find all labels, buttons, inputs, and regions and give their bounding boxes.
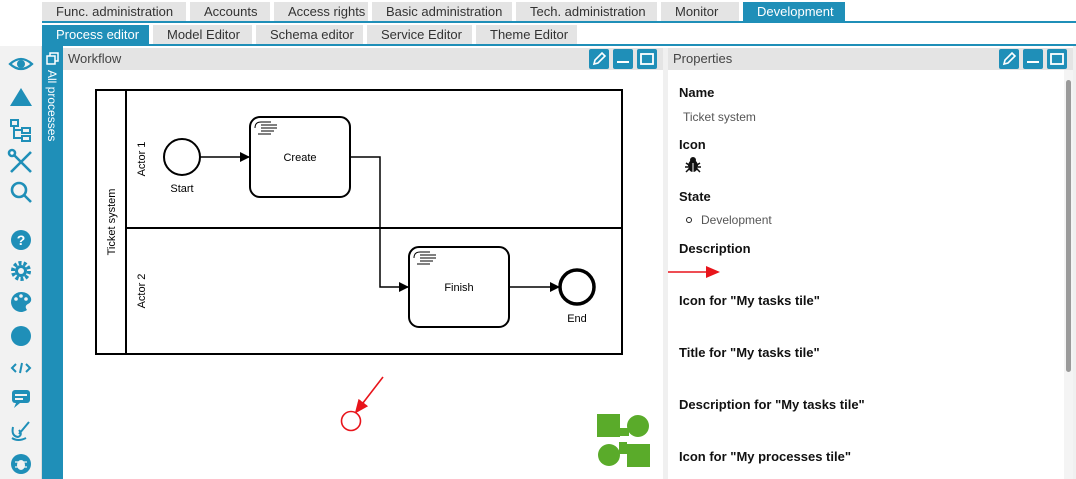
- properties-panel: Name Ticket system Icon State Developmen…: [668, 70, 1063, 479]
- window-restore-icon[interactable]: [45, 51, 60, 66]
- left-sidebar: ?: [0, 46, 42, 479]
- tab-service-editor[interactable]: Service Editor: [367, 25, 472, 44]
- description-label: Description: [679, 241, 751, 256]
- start-label: Start: [170, 183, 193, 195]
- start-event[interactable]: [163, 138, 201, 176]
- tools-icon[interactable]: [7, 148, 32, 173]
- tab-schema-editor[interactable]: Schema editor: [256, 25, 363, 44]
- eye-icon[interactable]: [8, 57, 34, 71]
- finish-task-label: Finish: [444, 282, 473, 294]
- pool[interactable]: [95, 89, 623, 355]
- properties-maximize-button[interactable]: [1047, 49, 1067, 69]
- maximize-button[interactable]: [637, 49, 657, 69]
- name-label: Name: [679, 85, 715, 100]
- maximize-icon: [1050, 53, 1064, 65]
- tab-func-administration[interactable]: Func. administration: [42, 2, 186, 21]
- svg-text:?: ?: [17, 232, 26, 248]
- annotation-circle: [340, 410, 362, 432]
- pencil-icon: [592, 51, 607, 66]
- properties-edit-button[interactable]: [999, 49, 1019, 69]
- pencil-icon: [1002, 51, 1017, 66]
- code-icon[interactable]: [10, 362, 32, 374]
- my-tasks-icon-label: Icon for "My tasks tile": [679, 293, 820, 308]
- workflow-canvas[interactable]: Ticket system Actor 1 Actor 2 Start Crea…: [63, 70, 663, 479]
- bug-icon[interactable]: [683, 155, 703, 175]
- sidebar-icons: ?: [7, 57, 34, 474]
- workflow-title: Workflow: [68, 51, 122, 66]
- name-value[interactable]: Ticket system: [683, 110, 756, 124]
- properties-panel-header: Properties: [668, 48, 1073, 70]
- bpmn-diagram[interactable]: Ticket system Actor 1 Actor 2 Start Crea…: [63, 70, 663, 479]
- annotation-arrow: [354, 376, 384, 414]
- create-task-label: Create: [283, 152, 316, 164]
- properties-scroll-thumb[interactable]: [1066, 80, 1071, 372]
- app-logo: [597, 414, 650, 467]
- tab-tech-administration[interactable]: Tech. administration: [516, 2, 657, 21]
- minimize-icon: [617, 61, 629, 63]
- top-tab-underline: [42, 21, 1076, 23]
- annotation-arrow-right: [668, 266, 720, 278]
- minimize-button[interactable]: [613, 49, 633, 69]
- pool-label: Ticket system: [106, 189, 118, 256]
- workflow-panel-header: Workflow: [63, 48, 663, 70]
- flow-create-finish[interactable]: [350, 156, 409, 292]
- tab-monitor[interactable]: Monitor: [661, 2, 739, 21]
- my-tasks-description-label: Description for "My tasks tile": [679, 397, 865, 412]
- brush-icon[interactable]: [11, 421, 30, 441]
- tab-accounts[interactable]: Accounts: [190, 2, 270, 21]
- right-edge: [1073, 46, 1076, 479]
- end-event[interactable]: [558, 268, 596, 306]
- icon-label: Icon: [679, 137, 706, 152]
- manual-task-icon: [413, 251, 436, 265]
- state-label: State: [679, 189, 711, 204]
- lane1-label: Actor 1: [136, 142, 148, 177]
- edit-button[interactable]: [589, 49, 609, 69]
- sub-tab-bar: Process editor Model Editor Schema edito…: [42, 25, 577, 46]
- bug-icon[interactable]: [11, 454, 31, 474]
- maximize-icon: [640, 53, 654, 65]
- help-icon[interactable]: ?: [11, 230, 31, 250]
- tab-basic-administration[interactable]: Basic administration: [372, 2, 512, 21]
- chat-icon[interactable]: [12, 390, 30, 408]
- manual-task-icon: [254, 121, 277, 135]
- all-processes-strip[interactable]: All processes: [42, 46, 63, 479]
- all-processes-label[interactable]: All processes: [45, 70, 59, 142]
- state-value[interactable]: Development: [701, 213, 772, 227]
- minimize-icon: [1027, 61, 1039, 63]
- search-icon[interactable]: [10, 181, 32, 203]
- top-tab-bar: Func. administration Accounts Access rig…: [42, 2, 845, 23]
- properties-title: Properties: [673, 51, 733, 66]
- tab-access-rights[interactable]: Access rights: [274, 2, 368, 21]
- tab-model-editor[interactable]: Model Editor: [153, 25, 252, 44]
- end-label: End: [567, 313, 587, 325]
- properties-minimize-button[interactable]: [1023, 49, 1043, 69]
- tab-theme-editor[interactable]: Theme Editor: [476, 25, 577, 44]
- my-tasks-title-label: Title for "My tasks tile": [679, 345, 820, 360]
- palette-icon[interactable]: [10, 291, 32, 312]
- gear-icon[interactable]: [11, 261, 31, 281]
- panel-divider[interactable]: [663, 48, 668, 479]
- lane2-label: Actor 2: [136, 274, 148, 309]
- tab-process-editor[interactable]: Process editor: [42, 25, 149, 44]
- tab-development[interactable]: Development: [743, 2, 845, 21]
- circle-icon[interactable]: [11, 326, 31, 346]
- my-processes-icon-label: Icon for "My processes tile": [679, 449, 851, 464]
- mountain-icon[interactable]: [10, 88, 32, 106]
- sub-tab-underline: [42, 44, 1076, 46]
- state-indicator: [686, 217, 692, 223]
- hierarchy-icon[interactable]: [10, 119, 31, 142]
